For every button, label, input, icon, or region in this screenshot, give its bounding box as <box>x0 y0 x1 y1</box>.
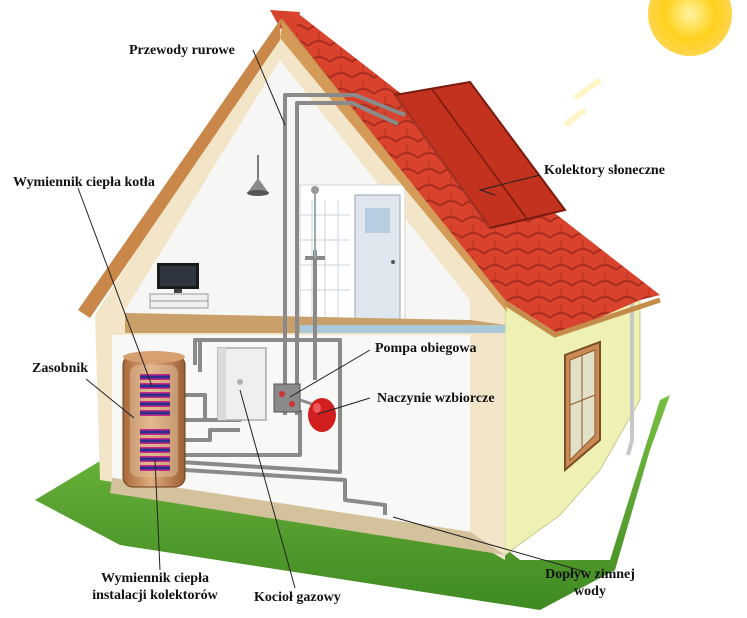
ground-floor-room <box>112 335 470 532</box>
ceiling-lamp-icon <box>247 155 269 196</box>
side-window <box>564 340 601 473</box>
label-cold-water-inlet-line2: wody <box>574 584 606 599</box>
label-collector-heat-exchanger-line1: Wymiennik ciepła <box>101 571 209 586</box>
label-boiler-heat-exchanger: Wymiennik ciepła kotła <box>13 175 155 190</box>
storage-tank-icon <box>122 351 186 488</box>
label-solar-collectors: Kolektory słoneczne <box>544 163 665 178</box>
circulation-pump-icon <box>273 383 301 413</box>
label-gas-boiler: Kocioł gazowy <box>254 590 341 605</box>
bathroom-door <box>354 194 401 321</box>
label-collector-heat-exchanger-line2: instalacji kolektorów <box>92 588 218 603</box>
label-cold-water-inlet-line1: Dopływ zimnej <box>545 567 635 582</box>
label-circulation-pump: Pompa obiegowa <box>375 341 477 356</box>
sun-icon <box>563 0 732 128</box>
label-expansion-vessel: Naczynie wzbiorcze <box>377 391 495 406</box>
label-collector-heat-exchanger: Wymiennik ciepła instalacji kolektorów <box>70 570 240 604</box>
label-pipes: Przewody rurowe <box>129 43 235 58</box>
solar-collector-panel <box>393 80 567 230</box>
downpipe <box>626 303 634 456</box>
shower-head-icon <box>311 186 319 258</box>
label-cold-water-inlet: Dopływ zimnej wody <box>535 566 645 600</box>
gas-boiler-icon <box>217 347 267 421</box>
tv-icon <box>149 263 209 309</box>
pointer-lines <box>77 49 587 589</box>
expansion-vessel-icon <box>299 398 336 432</box>
label-storage-tank: Zasobnik <box>32 361 89 376</box>
